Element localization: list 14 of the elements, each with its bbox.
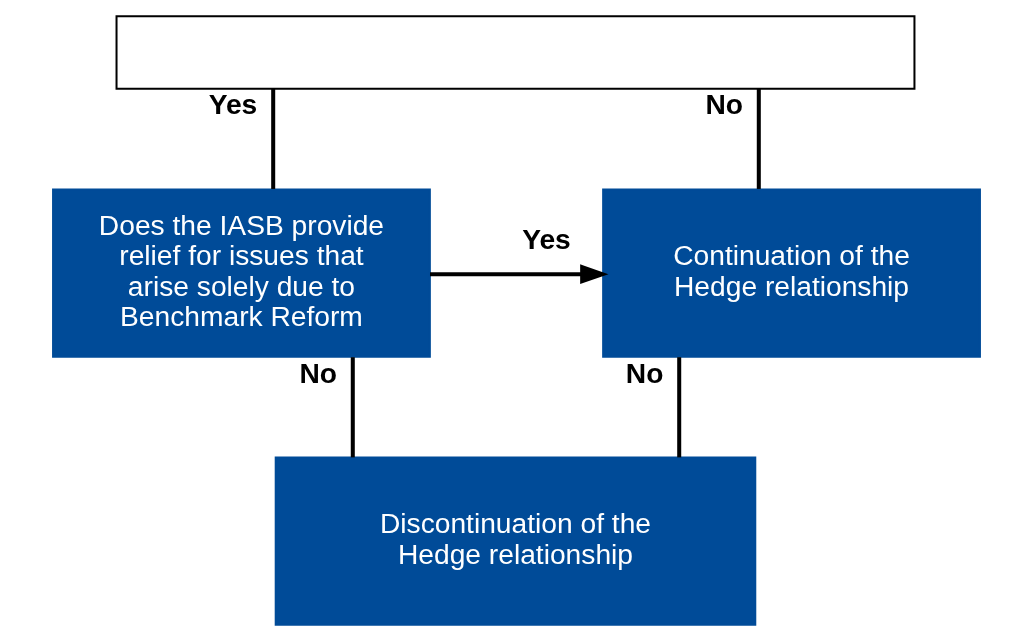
node-box: Discontinuation of the Hedge relationship <box>274 456 757 626</box>
node-box: Does the IASB provide relief for issues that arise solely due to Benchmark Reform <box>52 188 431 358</box>
node-box <box>115 15 916 90</box>
edge-label: Yes <box>208 88 258 121</box>
edge-label: No <box>705 88 743 121</box>
node-box: Continuation of the Hedge relationship <box>602 188 981 358</box>
edge-label: Yes <box>522 223 571 256</box>
edge-label: No <box>299 356 337 389</box>
connector <box>756 88 761 189</box>
edge-label: No <box>625 356 664 389</box>
arrow <box>430 264 609 285</box>
connector <box>677 357 682 458</box>
connector <box>350 357 355 458</box>
connector <box>271 88 276 189</box>
